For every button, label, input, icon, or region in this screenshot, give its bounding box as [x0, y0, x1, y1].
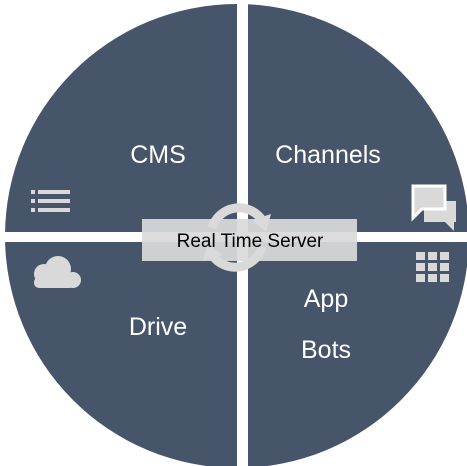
- center-bar: [142, 219, 357, 261]
- quadrant-label-channels: Channels: [275, 141, 381, 169]
- grid-icon: [416, 252, 449, 282]
- chat-icon: [411, 184, 456, 231]
- quadrant-label-cms: CMS: [130, 141, 186, 169]
- list-icon: [31, 190, 70, 212]
- quadrant-label-drive: Drive: [129, 313, 187, 341]
- quadrant-label-bots: Bots: [301, 336, 351, 364]
- cloud-icon: [34, 256, 81, 288]
- center-label: Real Time Server: [177, 231, 324, 252]
- quadrant-label-app: App: [304, 285, 348, 313]
